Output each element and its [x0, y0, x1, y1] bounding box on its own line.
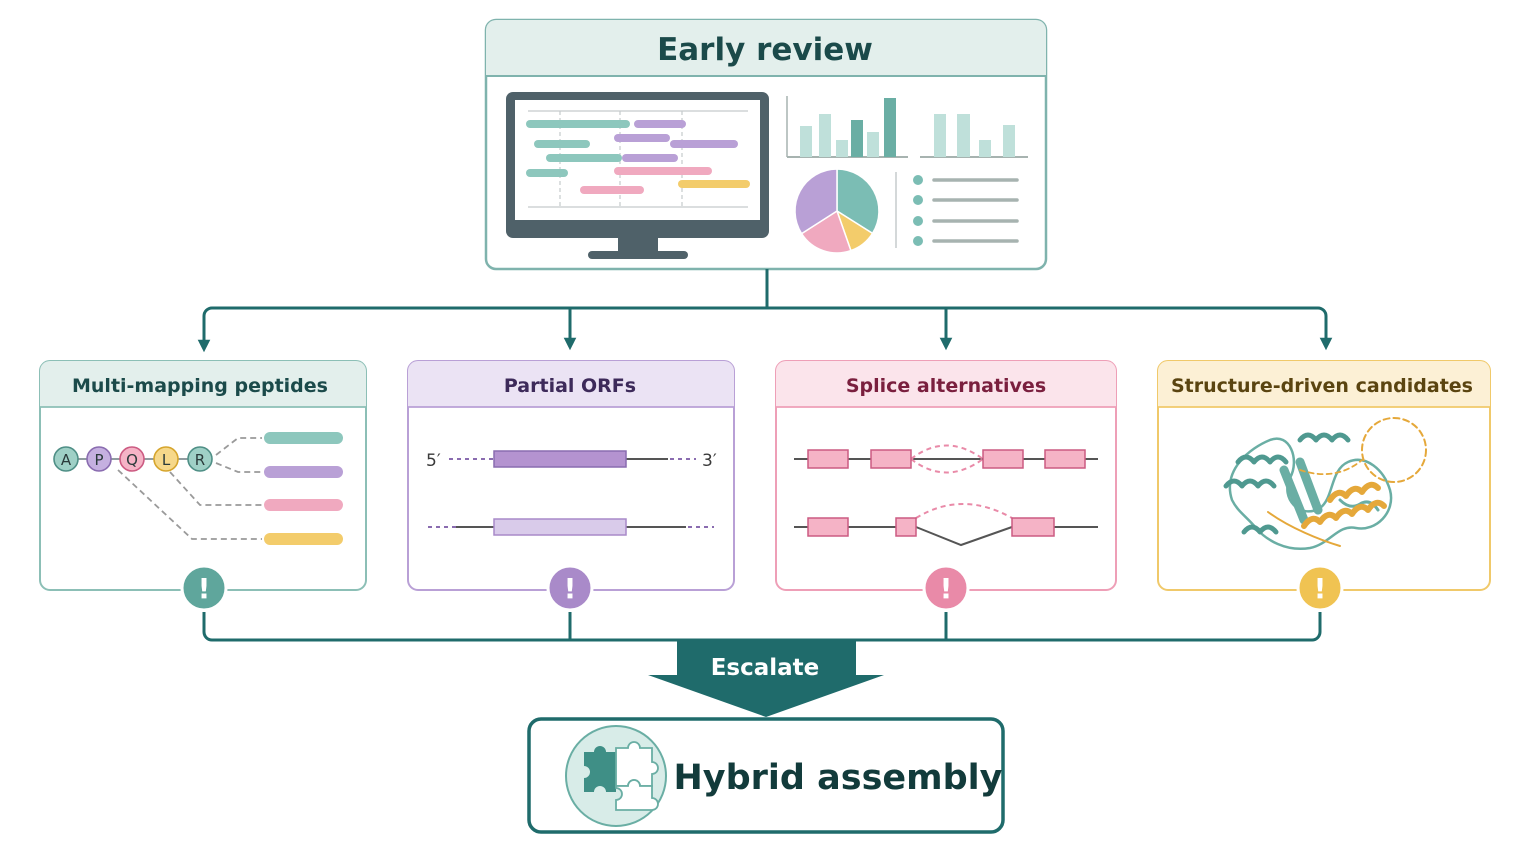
branch-partial-orfs: Partial ORFs 5′ 3′ ! — [407, 360, 735, 612]
residue-label: P — [94, 451, 103, 469]
three-prime-label: 3′ — [702, 451, 717, 471]
alert-icon: ! — [546, 564, 594, 612]
mapping-lines — [117, 437, 262, 540]
branch-title: Splice alternatives — [846, 375, 1046, 397]
puzzle-icon — [565, 725, 667, 827]
branch-structure-driven: Structure-driven candidates ! — [1157, 360, 1491, 612]
splice-isoform-2 — [794, 503, 1098, 547]
target-bars — [264, 432, 343, 545]
five-prime-label: 5′ — [426, 451, 441, 471]
svg-text:!: ! — [564, 572, 577, 605]
alert-icon: ! — [180, 564, 228, 612]
residue-label: Q — [126, 451, 138, 469]
svg-text:!: ! — [1314, 572, 1327, 605]
merge-connector — [202, 612, 1322, 642]
hybrid-assembly-title: Hybrid assembly — [673, 758, 1002, 798]
branch-title: Structure-driven candidates — [1171, 375, 1473, 397]
residue-label: R — [195, 451, 205, 469]
peptide-sequence: A P Q L R — [53, 446, 213, 472]
early-review-panel: Early review — [484, 18, 1048, 271]
svg-text:!: ! — [198, 572, 211, 605]
pie-chart-icon — [794, 168, 880, 254]
escalate-arrow: Escalate — [648, 640, 884, 717]
svg-text:!: ! — [940, 572, 953, 605]
branch-multi-mapping: Multi-mapping peptides A P Q L R — [39, 360, 367, 612]
early-review-title: Early review — [657, 32, 873, 68]
hybrid-assembly-box: Hybrid assembly — [527, 717, 1005, 834]
bar-chart-icon — [786, 96, 908, 158]
monitor-icon — [506, 92, 769, 259]
branch-title: Multi-mapping peptides — [72, 375, 328, 397]
orf-track-partial — [428, 518, 714, 536]
alert-icon: ! — [1296, 564, 1344, 612]
protein-structure-icon — [1223, 417, 1427, 551]
splice-isoform-1 — [794, 444, 1098, 474]
orf-track-full: 5′ 3′ — [426, 450, 717, 471]
split-connector — [197, 269, 1333, 353]
residue-label: L — [162, 451, 171, 469]
residue-label: A — [61, 451, 72, 469]
escalate-label: Escalate — [711, 655, 820, 681]
alert-icon: ! — [922, 564, 970, 612]
list-icon — [895, 172, 1019, 248]
bar-chart-icon — [920, 114, 1028, 158]
branch-splice-alternatives: Splice alternatives — [775, 360, 1117, 612]
branch-title: Partial ORFs — [504, 375, 636, 397]
